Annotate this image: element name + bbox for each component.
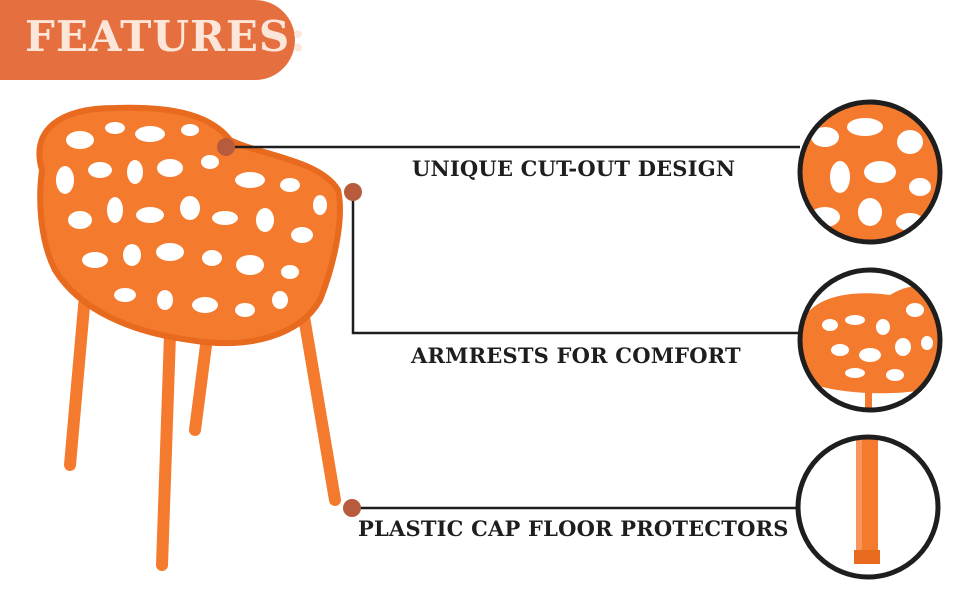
feature-label-floor-caps: PLASTIC CAP FLOOR PROTECTORS xyxy=(358,516,789,541)
marker-dot-3 xyxy=(343,499,361,517)
marker-dot-2 xyxy=(344,183,362,201)
feature-label-armrests: ARMRESTS FOR COMFORT xyxy=(411,343,741,368)
features-banner: FEATURES: xyxy=(0,0,306,80)
features-title: FEATURES: xyxy=(25,12,307,61)
chair-seat xyxy=(36,104,343,346)
chair-legs xyxy=(64,289,341,571)
connector-line-2 xyxy=(351,192,800,335)
feature-label-cutout: UNIQUE CUT-OUT DESIGN xyxy=(412,156,736,181)
detail-image-cutout xyxy=(797,99,943,245)
chair-image xyxy=(36,104,343,571)
marker-dot-1 xyxy=(217,138,235,156)
detail-image-floor-cap xyxy=(795,434,941,580)
detail-image-armrest xyxy=(797,267,943,413)
